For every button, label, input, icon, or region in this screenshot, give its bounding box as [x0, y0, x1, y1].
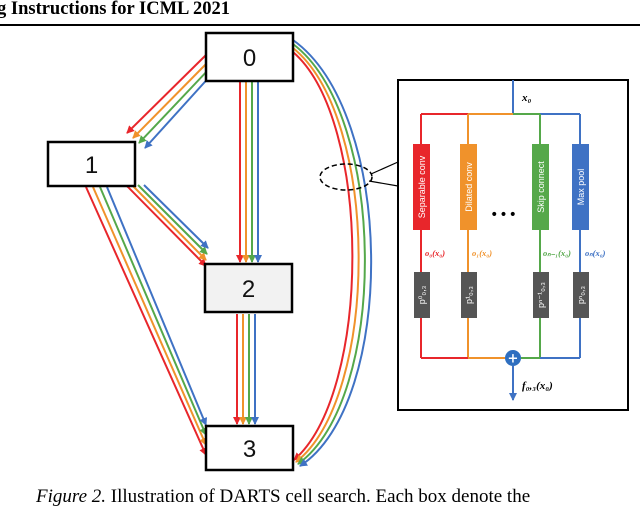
edge-0-1: [126, 54, 213, 149]
prob-label-n: pⁿ₀,₃: [576, 286, 586, 305]
prob-block-n-1: pⁿ⁻¹₀,₃: [533, 272, 549, 318]
node-1-label: 1: [85, 152, 98, 179]
node-3-label: 3: [243, 436, 256, 463]
prob-block-n: pⁿ₀,₃: [573, 272, 589, 318]
figure-caption: Figure 2. Illustration of DARTS cell sea…: [36, 486, 530, 508]
op-dilated-conv: Dilated conv: [460, 144, 477, 230]
sum-symbol: +: [508, 352, 519, 367]
node-0-label: 0: [243, 45, 256, 72]
node-3: 3: [204, 424, 295, 472]
edge-1-3: [85, 186, 208, 456]
prob-label-n-1: pⁿ⁻¹₀,₃: [536, 282, 546, 308]
prob-block-0: p⁰₀,₃: [414, 272, 430, 318]
edge-1-2: [125, 184, 209, 267]
edge-2-3: [233, 314, 259, 425]
zoom-connector-top: [370, 161, 399, 175]
edge-0-2: [236, 82, 262, 263]
output-label: f₀,₃(x₀): [522, 380, 553, 392]
prob-label-1: p¹₀,₃: [464, 286, 474, 304]
edge-0-3: [292, 39, 373, 467]
ops-ellipsis: •••: [490, 207, 518, 223]
prob-block-1: p¹₀,₃: [461, 272, 477, 318]
page-header: g Instructions for ICML 2021: [0, 0, 640, 26]
op-output-0: o₀(x₀): [425, 248, 445, 258]
op-output-n-1: oₙ₋₁(x₀): [543, 248, 571, 258]
caption-label: Figure 2.: [36, 486, 107, 507]
op-dilated-conv-label: Dilated conv: [464, 162, 474, 212]
mixed-operation-panel: x₀ Separable conv Dilated conv Skip conn…: [397, 79, 629, 411]
node-0: 0: [204, 31, 295, 83]
prob-label-0: p⁰₀,₃: [417, 285, 427, 304]
op-skip-connect: Skip connect: [532, 144, 549, 230]
zoom-ellipse: [319, 163, 373, 191]
input-label: x₀: [521, 92, 532, 104]
header-rule: [0, 24, 640, 26]
running-title: g Instructions for ICML 2021: [0, 0, 230, 19]
sum-node: +: [505, 350, 521, 367]
op-output-1: o₁(x₀): [472, 248, 492, 258]
op-max-pool: Max pool: [572, 144, 589, 230]
op-skip-connect-label: Skip connect: [536, 161, 546, 213]
op-max-pool-label: Max pool: [576, 169, 586, 206]
caption-text: Illustration of DARTS cell search. Each …: [106, 486, 531, 507]
node-2-label: 2: [242, 276, 255, 303]
zoom-connector-bottom: [368, 180, 399, 187]
node-2: 2: [203, 262, 294, 314]
op-output-n: oₙ(x₀): [585, 248, 606, 258]
op-separable-conv-label: Separable conv: [417, 155, 427, 218]
node-1: 1: [46, 140, 137, 188]
op-separable-conv: Separable conv: [413, 144, 430, 230]
